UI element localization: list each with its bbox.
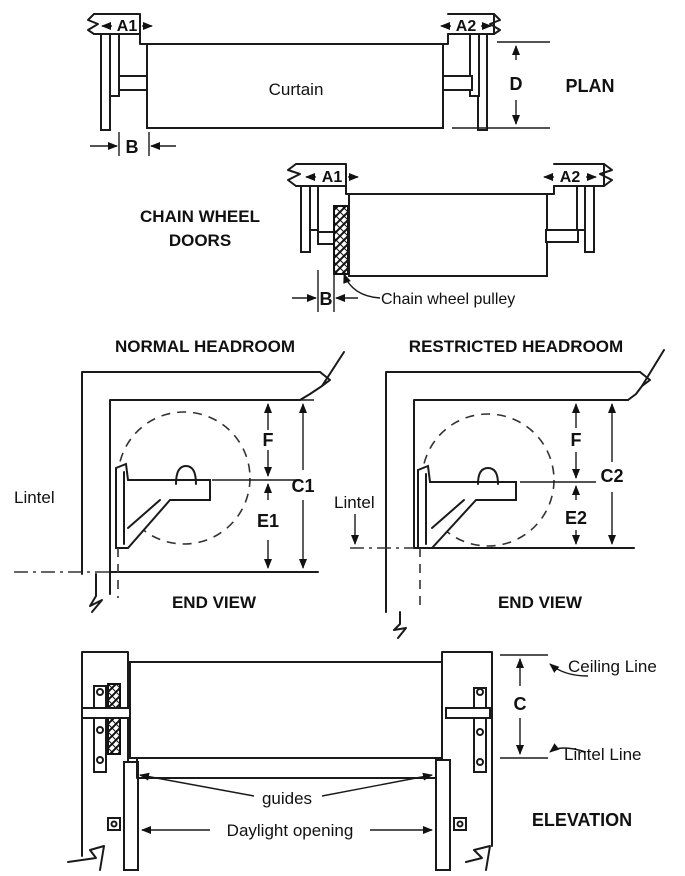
restricted-end-view-title: END VIEW: [498, 593, 583, 612]
chain-curtain-roll: [348, 193, 548, 277]
plan-a2-label: A2: [456, 18, 477, 35]
lintel-line-label: Lintel Line: [564, 745, 642, 764]
restricted-headroom-title: RESTRICTED HEADROOM: [409, 337, 623, 356]
daylight-opening-label: Daylight opening: [227, 821, 354, 840]
normal-c1-label: C1: [291, 476, 314, 496]
plan-b-label: B: [126, 137, 139, 157]
elevation-view: C Ceiling Line Lintel Line guides Daylig…: [67, 651, 657, 871]
elevation-c-label: C: [514, 694, 527, 714]
restricted-drum-circle: [421, 413, 555, 547]
plan-a1-label: A1: [117, 18, 138, 35]
chain-a2-label: A2: [560, 169, 581, 186]
chain-wheel-title-line2: DOORS: [169, 231, 231, 250]
plan-view: Curtain A1 A2 D PLAN B: [87, 13, 615, 157]
normal-headroom-title: NORMAL HEADROOM: [115, 337, 295, 356]
restricted-lintel-label: Lintel: [334, 493, 375, 512]
curtain-roll: [146, 43, 444, 129]
chain-a1-label: A1: [322, 169, 343, 186]
guides-label: guides: [262, 789, 312, 808]
normal-headroom-view: NORMAL HEADROOM Lintel F E1 C1 END VIEW: [14, 337, 345, 613]
chain-wheel-title-line1: CHAIN WHEEL: [140, 207, 260, 226]
restricted-c2-label: C2: [600, 466, 623, 486]
elevation-curtain-roll: [129, 661, 443, 759]
normal-e1-label: E1: [257, 511, 279, 531]
plan-left-wall: [87, 13, 151, 131]
restricted-headroom-view: RESTRICTED HEADROOM Lintel F E2 C2 END V…: [334, 337, 665, 639]
plan-title: PLAN: [566, 76, 615, 96]
restricted-f-label: F: [571, 430, 582, 450]
chain-wheel-pulley-graphic: [333, 205, 349, 275]
chain-wheel-view: CHAIN WHEEL DOORS A1 A2 B Chain whee: [140, 163, 613, 312]
ceiling-line-label: Ceiling Line: [568, 657, 657, 676]
normal-drum-circle: [117, 411, 251, 545]
restricted-e2-label: E2: [565, 508, 587, 528]
chain-wheel-pulley-label: Chain wheel pulley: [381, 291, 515, 308]
normal-lintel-label: Lintel: [14, 488, 55, 507]
normal-end-view-title: END VIEW: [172, 593, 257, 612]
chain-b-label: B: [320, 289, 333, 309]
elevation-title: ELEVATION: [532, 810, 632, 830]
normal-f-label: F: [263, 430, 274, 450]
plan-d-label: D: [510, 74, 523, 94]
curtain-label: Curtain: [269, 80, 324, 99]
